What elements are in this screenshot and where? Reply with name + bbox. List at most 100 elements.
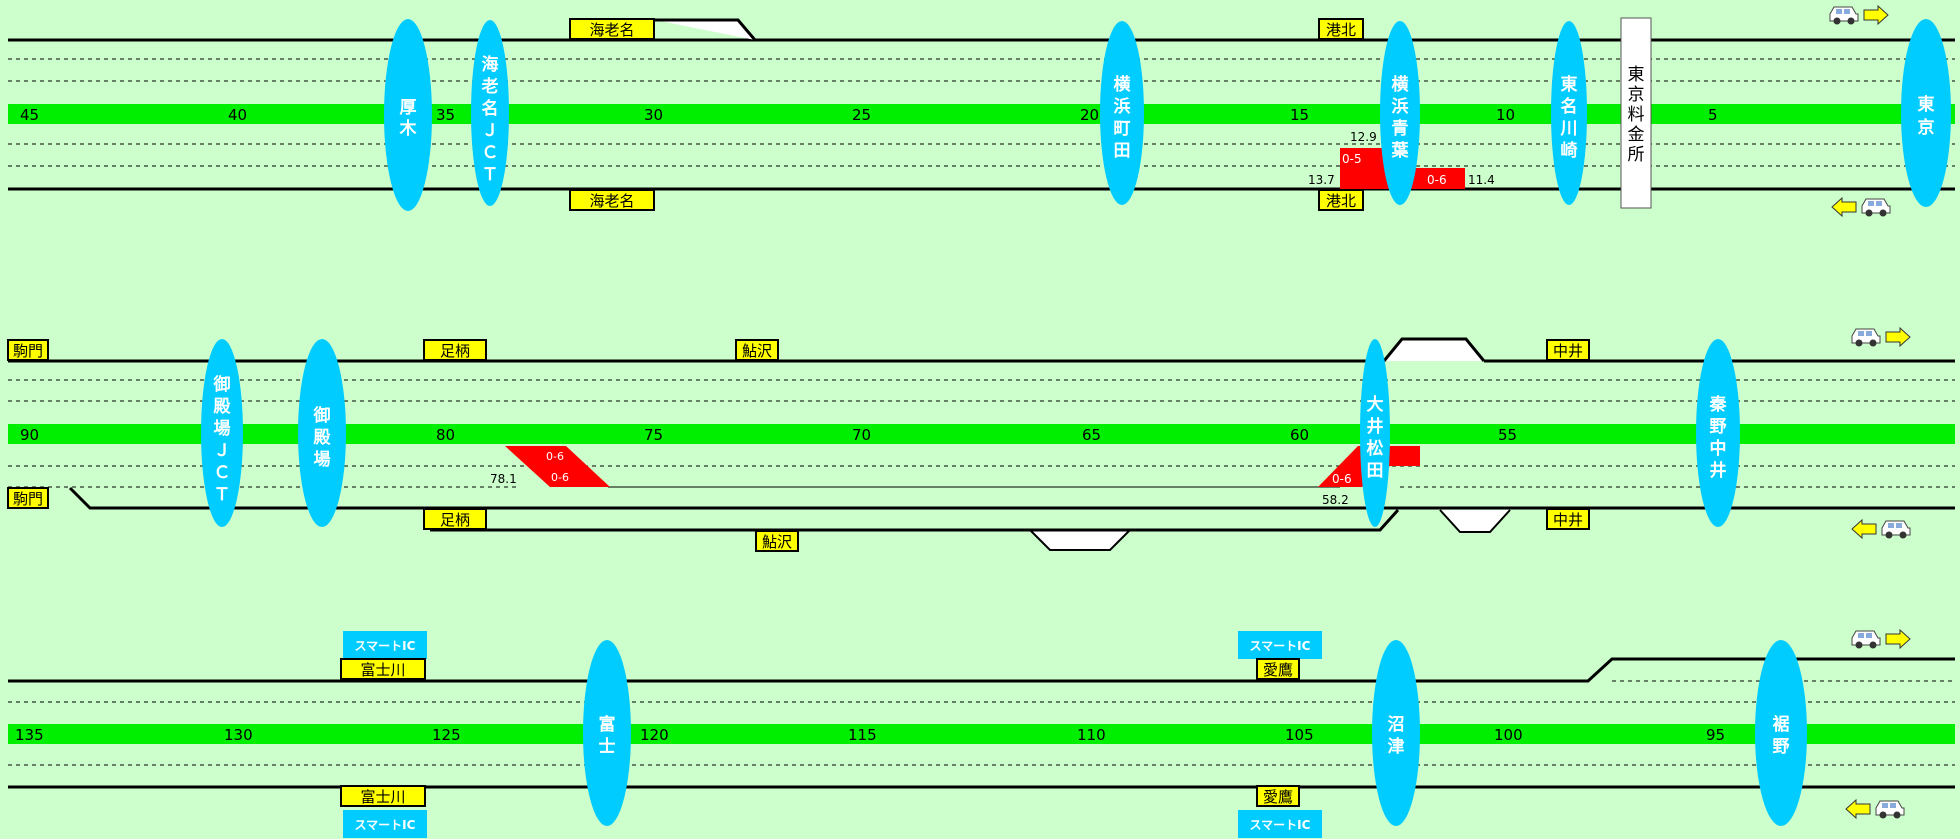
facility-badge[interactable]: 中井	[1546, 508, 1590, 530]
svg-text:富士川: 富士川	[360, 788, 405, 806]
kp-label: 60	[1290, 426, 1309, 444]
svg-text:駒門: 駒門	[13, 342, 43, 360]
svg-text:富士川: 富士川	[360, 661, 405, 679]
svg-text:津: 津	[1388, 736, 1405, 757]
facility-badge[interactable]: 鮎沢	[735, 339, 779, 361]
svg-text:スマートIC: スマートIC	[355, 639, 416, 653]
svg-text:場: 場	[314, 450, 331, 470]
svg-text:田: 田	[1114, 141, 1131, 161]
svg-text:Ｃ: Ｃ	[482, 143, 499, 163]
kp-label: 35	[436, 106, 455, 124]
kp-label: 80	[436, 426, 455, 444]
ic-ellipse[interactable]: 東 京	[1901, 19, 1951, 207]
congestion-label: 0-6	[546, 450, 564, 463]
svg-text:東: 東	[1628, 65, 1645, 85]
facility-badge[interactable]: 愛鷹	[1256, 658, 1300, 680]
kp-label: 75	[644, 426, 663, 444]
kp-marker: 13.7	[1308, 173, 1335, 187]
kp-label: 130	[224, 726, 253, 744]
ic-ellipse[interactable]: 富 士	[583, 640, 631, 826]
svg-text:足柄: 足柄	[440, 342, 470, 360]
congestion-label: 0-6	[551, 471, 569, 484]
facility-badge[interactable]: 愛鷹	[1256, 785, 1300, 807]
kp-label: 20	[1080, 106, 1099, 124]
smart-ic-badge[interactable]: スマートIC	[1238, 631, 1322, 659]
median-strip	[8, 104, 1955, 124]
svg-text:中: 中	[1710, 438, 1727, 459]
kp-label: 110	[1077, 726, 1106, 744]
ic-ellipse[interactable]: 裾 野	[1755, 640, 1807, 826]
kp-label: 90	[20, 426, 39, 444]
facility-badge[interactable]: 富士川	[340, 658, 426, 680]
svg-text:料: 料	[1628, 105, 1645, 125]
kp-label: 25	[852, 106, 871, 124]
facility-badge[interactable]: 足柄	[423, 508, 487, 530]
facility-badge[interactable]: 港北	[1318, 18, 1364, 40]
facility-badge[interactable]: 中井	[1546, 339, 1590, 361]
svg-text:駒門: 駒門	[13, 490, 43, 508]
ic-ellipse[interactable]: 秦 野 中 井	[1696, 339, 1740, 527]
ic-ellipse[interactable]: 横 浜 町 田	[1100, 21, 1144, 205]
svg-text:士: 士	[599, 736, 616, 757]
facility-badge[interactable]: 港北	[1318, 189, 1364, 211]
ic-ellipse[interactable]: 御 殿 場	[298, 339, 346, 527]
svg-text:金: 金	[1628, 125, 1645, 145]
svg-text:鮎沢: 鮎沢	[762, 533, 792, 551]
ic-ellipse[interactable]: 沼 津	[1372, 640, 1420, 826]
svg-text:御: 御	[213, 374, 231, 395]
svg-text:海老名: 海老名	[589, 21, 634, 39]
car-left-arrow-icon	[1851, 518, 1911, 540]
smart-ic-badge[interactable]: スマートIC	[343, 631, 427, 659]
kp-label: 115	[848, 726, 877, 744]
svg-text:厚: 厚	[400, 98, 417, 118]
svg-text:京: 京	[1628, 85, 1645, 105]
svg-text:沼: 沼	[1388, 714, 1405, 735]
svg-text:スマートIC: スマートIC	[1250, 818, 1311, 832]
kp-label: 135	[15, 726, 44, 744]
congestion-label: 0-6	[1427, 173, 1447, 187]
facility-badge[interactable]: 鮎沢	[755, 530, 799, 552]
section-3: 135 130 125 120 115 110 105 100 95 スマートI…	[8, 628, 1955, 838]
facility-badge[interactable]: 足柄	[423, 339, 487, 361]
smart-ic-badge[interactable]: スマートIC	[343, 810, 427, 838]
svg-text:Ｔ: Ｔ	[482, 165, 499, 185]
ic-ellipse[interactable]: 横 浜 青 葉	[1380, 21, 1420, 205]
svg-text:中井: 中井	[1553, 342, 1583, 360]
ic-ellipse[interactable]: 海 老 名 Ｊ Ｃ Ｔ	[471, 20, 509, 206]
ic-ellipse[interactable]: 厚 木	[384, 19, 432, 211]
svg-text:野: 野	[1773, 737, 1790, 757]
car-left-arrow-icon	[1831, 196, 1891, 218]
ic-ellipse[interactable]: 東 名 川 崎	[1551, 21, 1587, 205]
svg-text:足柄: 足柄	[440, 511, 470, 529]
ic-ellipse[interactable]: 御 殿 場 Ｊ Ｃ Ｔ	[201, 339, 243, 527]
svg-text:愛鷹: 愛鷹	[1263, 788, 1293, 806]
kp-label: 105	[1285, 726, 1314, 744]
svg-text:東: 東	[1561, 74, 1578, 95]
svg-text:老: 老	[481, 76, 499, 97]
kp-marker: 11.4	[1468, 173, 1495, 187]
svg-text:裾: 裾	[1773, 714, 1790, 735]
svg-text:御: 御	[313, 405, 331, 426]
facility-badge[interactable]: 海老名	[569, 18, 655, 40]
svg-text:Ｊ: Ｊ	[214, 441, 231, 461]
svg-text:井: 井	[1710, 460, 1727, 481]
facility-badge[interactable]: 富士川	[340, 785, 426, 807]
kp-label: 100	[1494, 726, 1523, 744]
facility-badge[interactable]: 駒門	[7, 487, 49, 509]
svg-text:松: 松	[1367, 438, 1384, 459]
svg-text:田: 田	[1367, 461, 1384, 481]
section-2: 0-6 0-6 0-6 78.1 58.2 90 80 75 70 65 60 …	[7, 326, 1955, 552]
kp-marker: 58.2	[1322, 493, 1349, 507]
kp-label: 5	[1708, 106, 1718, 124]
facility-badge[interactable]: 駒門	[7, 339, 49, 361]
svg-text:Ｊ: Ｊ	[482, 121, 499, 141]
svg-text:海老名: 海老名	[589, 192, 634, 210]
tollgate[interactable]: 東 京 料 金 所	[1620, 17, 1652, 209]
car-left-arrow-icon	[1845, 798, 1905, 820]
svg-text:中井: 中井	[1553, 511, 1583, 529]
smart-ic-badge[interactable]: スマートIC	[1238, 810, 1322, 838]
facility-badge[interactable]: 海老名	[569, 189, 655, 211]
ic-ellipse[interactable]: 大 井 松 田	[1360, 339, 1390, 527]
kp-label: 70	[852, 426, 871, 444]
